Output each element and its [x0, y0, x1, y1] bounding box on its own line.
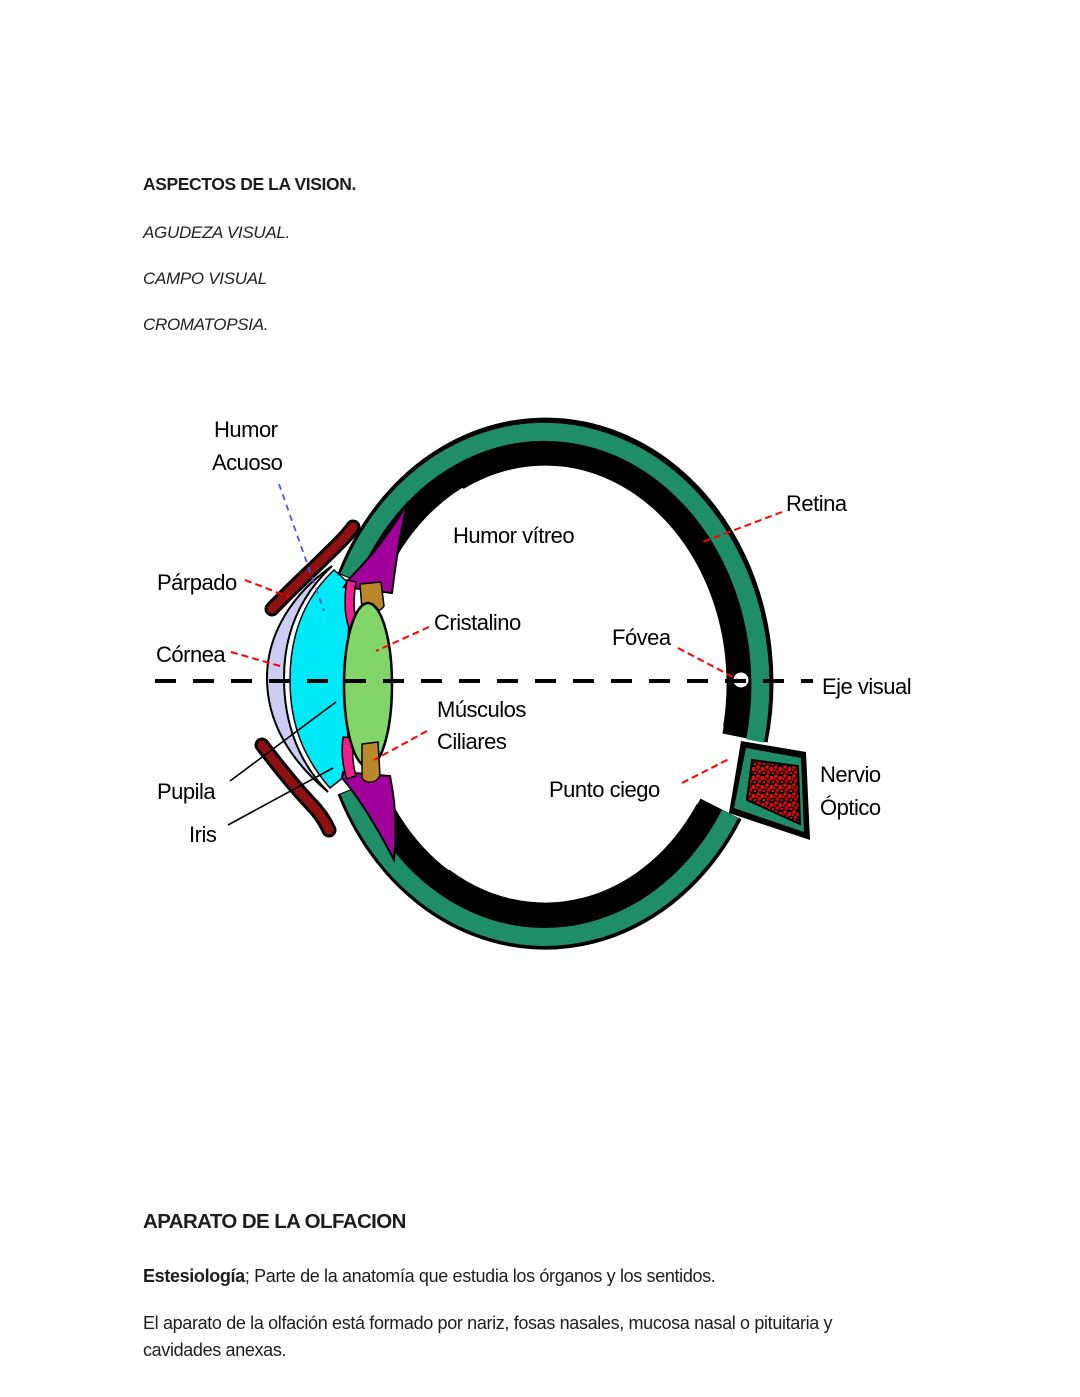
label-punto-ciego: Punto ciego: [549, 777, 660, 802]
leader-iris: [227, 767, 334, 826]
label-humor-acuoso-line1: Humor: [214, 417, 278, 442]
label-eje-visual: Eje visual: [822, 674, 911, 699]
label-nervio-line1: Nervio: [820, 762, 881, 787]
leader-retina: [699, 511, 783, 544]
label-retina: Retina: [786, 491, 848, 516]
olfaction-body-line1: El aparato de la olfación está formado p…: [143, 1313, 833, 1333]
olfaction-term: Estesiología: [143, 1266, 245, 1286]
retina-band-arc-bottom: [436, 803, 716, 924]
eyelid-lower: [257, 740, 334, 835]
label-humor-acuoso-line2: Acuoso: [212, 450, 283, 475]
olfaction-definition-rest: ; Parte de la anatomía que estudia los ó…: [244, 1266, 716, 1286]
retina-band-arc-top: [452, 444, 748, 730]
lens-shape: [342, 601, 394, 769]
label-iris: Iris: [189, 822, 217, 847]
label-musculos-line2: Ciliares: [437, 729, 507, 754]
vision-section-title: ASPECTOS DE LA VISION.: [143, 174, 356, 194]
vision-item-cromatopsia: CROMATOPSIA.: [143, 315, 269, 334]
vision-item-agudeza: AGUDEZA VISUAL.: [143, 223, 290, 242]
olfaction-definition: Estesiología; Parte de la anatomía que e…: [143, 1266, 716, 1287]
olfaction-body-line2: cavidades anexas.: [143, 1340, 287, 1360]
leader-musculos-ciliares: [373, 730, 428, 761]
vision-item-campo: CAMPO VISUAL: [143, 269, 267, 288]
leader-pupila: [229, 701, 337, 782]
sclera-arc-bottom: [340, 787, 739, 946]
ciliary-muscle-lower: [361, 741, 381, 783]
leader-cornea: [230, 651, 281, 667]
eyelid-upper: [267, 522, 358, 614]
label-nervio-line2: Óptico: [820, 795, 881, 820]
leader-humor-acuoso: [278, 483, 325, 612]
label-cristalino: Cristalino: [434, 610, 521, 635]
olfaction-section-title: APARATO DE LA OLFACION: [143, 1210, 406, 1233]
label-humor-vitreo: Humor vítreo: [453, 523, 574, 548]
eye-diagram: Humor Acuoso Retina Humor vítreo Párpado…: [155, 417, 912, 950]
optic-nerve-fibers: [745, 758, 802, 826]
leader-fovea: [677, 647, 738, 680]
label-musculos-line1: Músculos: [437, 697, 526, 722]
cornea-shape: [265, 565, 333, 793]
leader-parpado: [244, 579, 290, 598]
ciliary-body-upper: [342, 501, 409, 595]
ciliary-body-lower: [340, 770, 397, 864]
sclera-arc-top: [340, 422, 770, 743]
label-fovea: Fóvea: [612, 625, 672, 650]
label-parpado: Párpado: [157, 570, 237, 595]
leader-cristalino: [375, 626, 430, 652]
leader-punto-ciego: [681, 758, 730, 784]
label-pupila: Pupila: [157, 779, 216, 804]
label-cornea: Córnea: [156, 642, 226, 667]
eyeball-outline-arc-bottom: [337, 777, 742, 950]
